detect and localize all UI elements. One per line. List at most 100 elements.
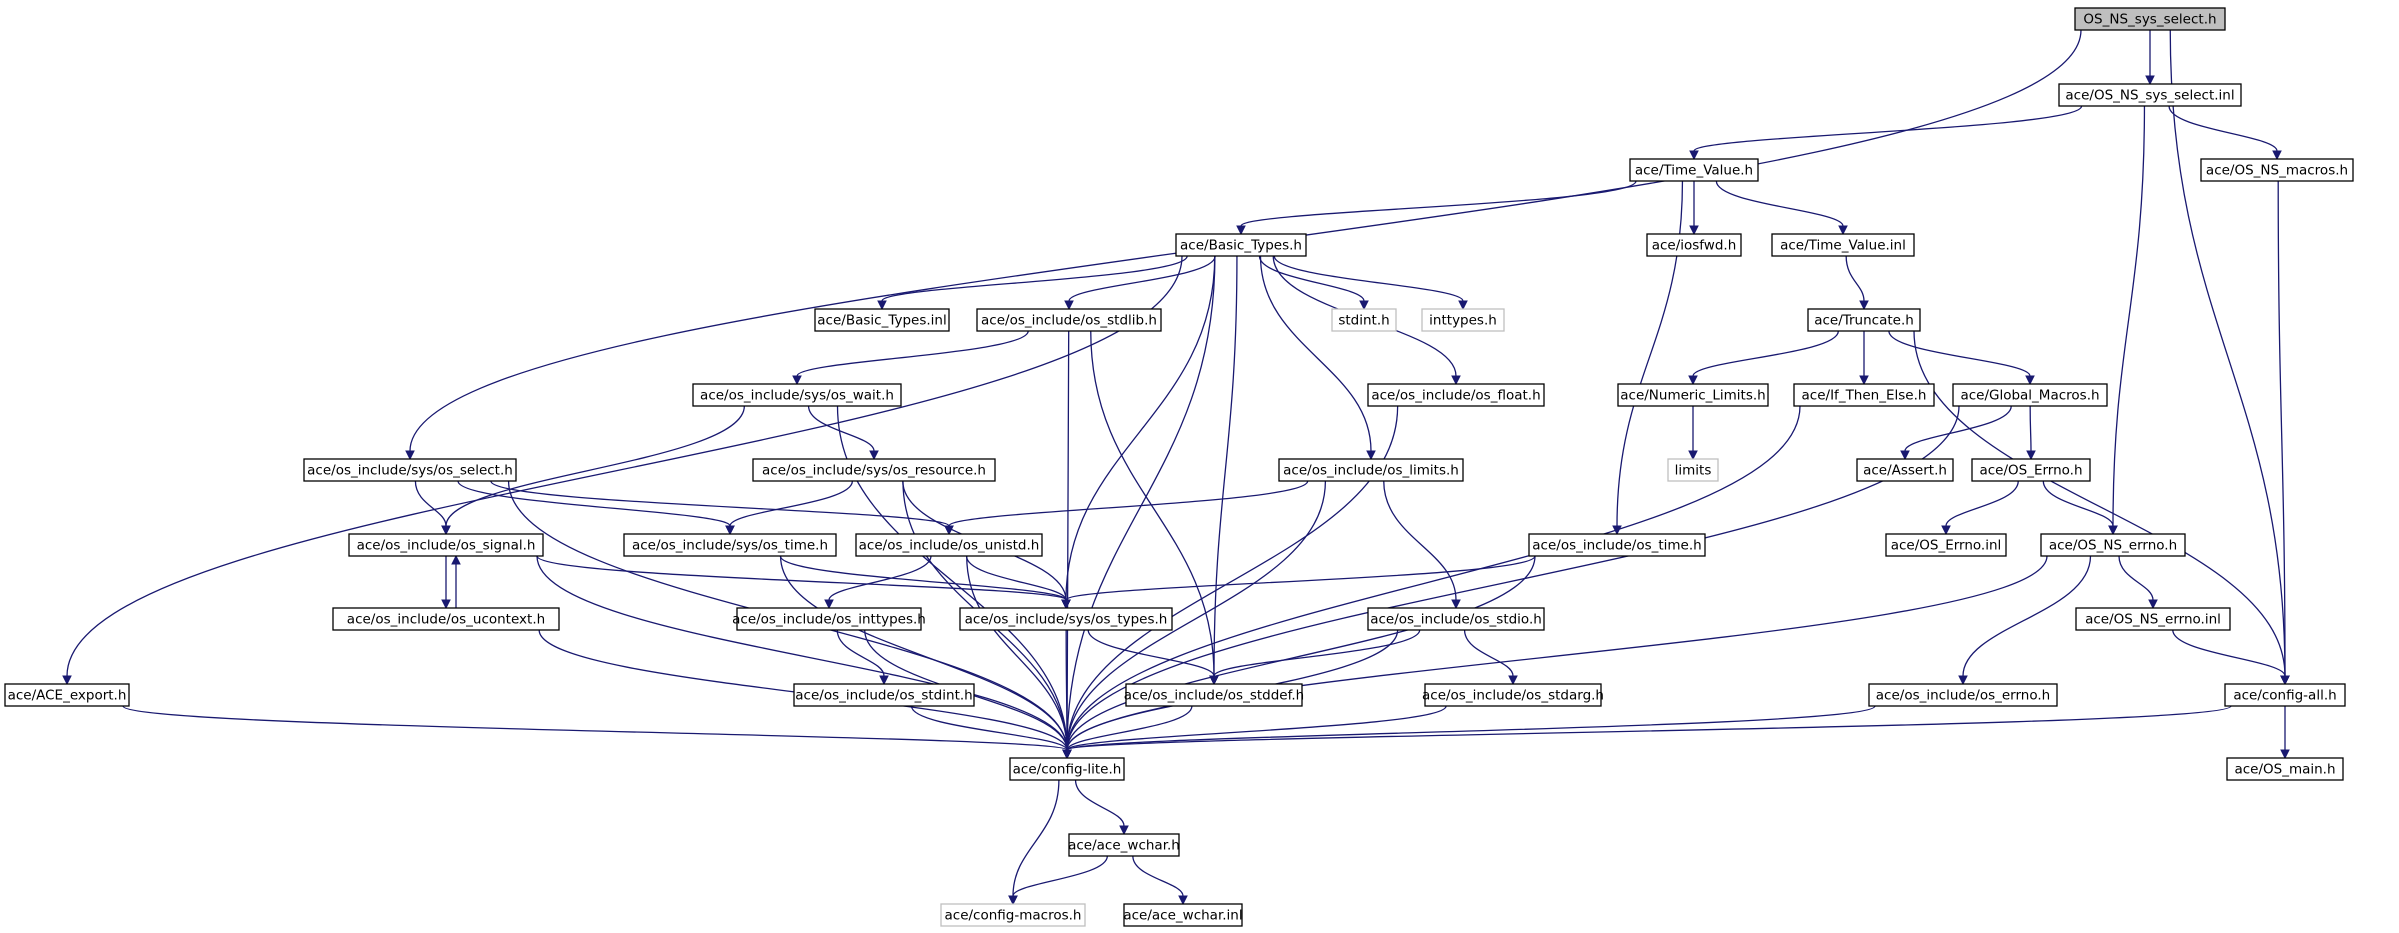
node-limits[interactable]: limits [1667, 458, 1719, 482]
node-box [1667, 458, 1719, 482]
node-ace-global-macros-h[interactable]: ace/Global_Macros.h [1952, 383, 2108, 407]
node-ace-os-include-sys-os-resource-h[interactable]: ace/os_include/sys/os_resource.h [752, 458, 996, 482]
edge-arrowhead [62, 675, 72, 686]
node-ace-os-include-sys-os-types-h[interactable]: ace/os_include/sys/os_types.h [959, 607, 1173, 631]
node-ace-os-include-os-ucontext-h[interactable]: ace/os_include/os_ucontext.h [332, 607, 560, 631]
node-label: ace/Time_Value.h [1635, 163, 1753, 179]
node-box [1646, 233, 1742, 257]
edge-n19-n32 [1383, 480, 1457, 601]
edge-arrowhead [1178, 895, 1188, 906]
node-ace-time-value-h[interactable]: ace/Time_Value.h [1629, 158, 1759, 182]
node-label: ace/Assert.h [1863, 463, 1947, 479]
node-ace-ace-wchar-inl[interactable]: ace/ace_wchar.inl [1123, 903, 1243, 927]
node-ace-os-errno-h[interactable]: ace/OS_Errno.h [1971, 458, 2091, 482]
edge-n1-n3 [2168, 105, 2278, 152]
node-box [1856, 458, 1954, 482]
node-ace-truncate-h[interactable]: ace/Truncate.h [1807, 308, 1921, 332]
edge-arrowhead [1941, 525, 1951, 536]
edge-arrowhead [2145, 75, 2155, 86]
node-label: ace/OS_NS_errno.inl [2085, 612, 2221, 628]
node-ace-os-include-os-stddef-h[interactable]: ace/os_include/os_stddef.h [1124, 683, 1304, 707]
node-ace-os-include-os-stdint-h[interactable]: ace/os_include/os_stdint.h [793, 683, 975, 707]
edge-n37-n40 [1066, 705, 1447, 751]
node-ace-if-then-else-h[interactable]: ace/If_Then_Else.h [1793, 383, 1935, 407]
edge-arrowhead [944, 525, 954, 536]
node-ace-os-include-os-time-h[interactable]: ace/os_include/os_time.h [1528, 533, 1706, 557]
node-label: ace/iosfwd.h [1652, 238, 1737, 254]
edge-n33-n39 [2172, 629, 2286, 677]
node-inttypes-h[interactable]: inttypes.h [1421, 308, 1505, 332]
node-ace-os-include-sys-os-select-h[interactable]: ace/os_include/sys/os_select.h [303, 458, 517, 482]
node-ace-config-macros-h[interactable]: ace/config-macros.h [940, 903, 1086, 927]
node-label: ace/OS_NS_errno.h [2049, 538, 2177, 554]
edge-n25-n30 [828, 555, 932, 601]
node-ace-os-main-h[interactable]: ace/OS_main.h [2226, 757, 2344, 781]
node-label: ace/Basic_Types.h [1180, 238, 1302, 254]
node-ace-os-errno-inl[interactable]: ace/OS_Errno.inl [1885, 533, 2007, 557]
node-ace-os-include-os-unistd-h[interactable]: ace/os_include/os_unistd.h [855, 533, 1043, 557]
node-box [1278, 458, 1464, 482]
edge-n19-n25 [948, 480, 1309, 527]
node-os-ns-sys-select-h[interactable]: OS_NS_sys_select.h [2074, 7, 2226, 31]
node-label: ace/OS_main.h [2234, 762, 2335, 778]
node-box [814, 308, 950, 332]
edge-arrowhead [1359, 300, 1369, 311]
node-label: ace/os_include/sys/os_resource.h [762, 463, 986, 479]
node-ace-os-include-os-stdlib-h[interactable]: ace/os_include/os_stdlib.h [976, 308, 1162, 332]
node-ace-os-ns-errno-h[interactable]: ace/OS_NS_errno.h [2040, 533, 2186, 557]
edge-n12-n18 [807, 405, 875, 452]
node-ace-os-include-sys-os-wait-h[interactable]: ace/os_include/sys/os_wait.h [692, 383, 902, 407]
node-ace-os-include-os-signal-h[interactable]: ace/os_include/os_signal.h [348, 533, 544, 557]
node-label: inttypes.h [1429, 313, 1497, 329]
edge-n26-n40 [1066, 555, 1536, 751]
edge-arrowhead [1451, 599, 1461, 610]
node-ace-os-include-os-errno-h[interactable]: ace/os_include/os_errno.h [1868, 683, 2058, 707]
node-ace-ace-export-h[interactable]: ace/ACE_export.h [4, 683, 130, 707]
node-ace-os-include-os-inttypes-h[interactable]: ace/os_include/os_inttypes.h [732, 607, 926, 631]
node-ace-os-include-os-stdarg-h[interactable]: ace/os_include/os_stdarg.h [1422, 683, 1604, 707]
node-ace-iosfwd-h[interactable]: ace/iosfwd.h [1646, 233, 1742, 257]
edge-n19-n40 [1066, 480, 1327, 751]
node-box [1793, 383, 1935, 407]
edge-arrowhead [877, 300, 887, 311]
node-ace-os-ns-errno-inl[interactable]: ace/OS_NS_errno.inl [2075, 607, 2231, 631]
node-ace-basic-types-inl[interactable]: ace/Basic_Types.inl [814, 308, 950, 332]
node-ace-os-ns-macros-h[interactable]: ace/OS_NS_macros.h [2200, 158, 2354, 182]
node-label: ace/os_include/sys/os_select.h [307, 463, 513, 479]
node-label: ace/OS_NS_sys_select.inl [2065, 88, 2234, 104]
edge-n35-n40 [910, 705, 1068, 751]
edge-n31-n40 [1065, 629, 1068, 751]
node-label: ace/os_include/sys/os_wait.h [700, 388, 894, 404]
edge-arrowhead [792, 375, 802, 386]
edge-n30-n35 [836, 629, 885, 677]
edge-arrowhead [441, 525, 451, 536]
edge-n22-n28 [2042, 480, 2114, 527]
edge-n3-n39 [2277, 180, 2286, 677]
edge-n1-n28 [2112, 105, 2146, 527]
edge-n8-n36 [1090, 330, 1215, 677]
node-ace-numeric-limits-h[interactable]: ace/Numeric_Limits.h [1617, 383, 1769, 407]
node-ace-basic-types-h[interactable]: ace/Basic_Types.h [1175, 233, 1307, 257]
node-box [1175, 233, 1307, 257]
node-label: ace/os_include/os_float.h [1371, 388, 1540, 404]
node-ace-os-include-os-float-h[interactable]: ace/os_include/os_float.h [1367, 383, 1545, 407]
node-stdint-h[interactable]: stdint.h [1331, 308, 1397, 332]
node-ace-os-include-sys-os-time-h[interactable]: ace/os_include/sys/os_time.h [623, 533, 837, 557]
node-box [752, 458, 996, 482]
node-label: ace/config-macros.h [945, 908, 1082, 924]
edge-n22-n27 [1945, 480, 2019, 527]
node-ace-config-lite-h[interactable]: ace/config-lite.h [1009, 757, 1125, 781]
node-ace-ace-wchar-h[interactable]: ace/ace_wchar.h [1068, 833, 1180, 857]
edge-arrowhead [1061, 599, 1071, 610]
node-label: ace/os_include/os_time.h [1532, 538, 1701, 554]
node-ace-os-include-os-limits-h[interactable]: ace/os_include/os_limits.h [1278, 458, 1464, 482]
node-box [1617, 383, 1769, 407]
node-ace-config-all-h[interactable]: ace/config-all.h [2224, 683, 2346, 707]
edge-n24-n31 [779, 555, 1067, 601]
node-ace-os-ns-sys-select-inl[interactable]: ace/OS_NS_sys_select.inl [2058, 83, 2242, 107]
node-ace-os-include-os-stdio-h[interactable]: ace/os_include/os_stdio.h [1367, 607, 1545, 631]
node-label: ace/config-lite.h [1013, 762, 1122, 778]
node-ace-time-value-inl[interactable]: ace/Time_Value.inl [1771, 233, 1915, 257]
node-label: ace/Truncate.h [1814, 313, 1914, 329]
node-ace-assert-h[interactable]: ace/Assert.h [1856, 458, 1954, 482]
